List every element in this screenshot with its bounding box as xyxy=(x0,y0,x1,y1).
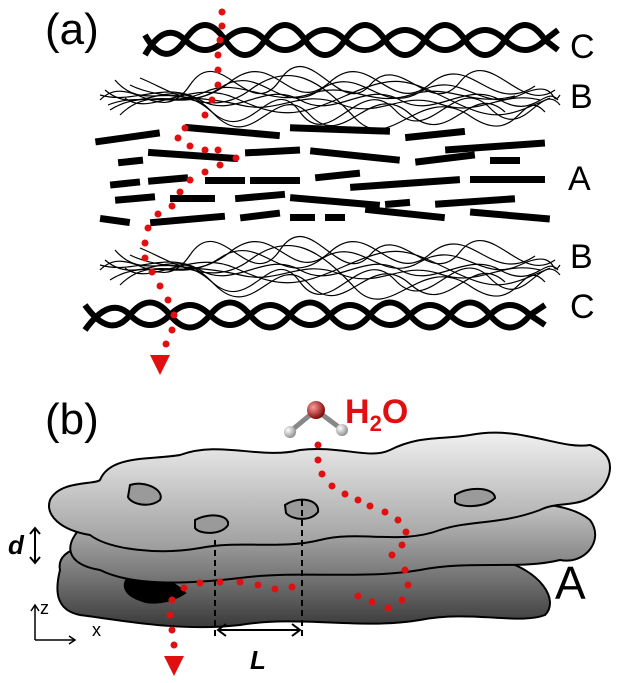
panel-b-label: (b) xyxy=(45,395,99,444)
layer-label-c-top: C xyxy=(570,28,595,66)
water-sub: 2 xyxy=(369,410,382,436)
layer-label-b-bottom: B xyxy=(570,238,593,276)
helix-top xyxy=(142,22,560,58)
layer-label-a: A xyxy=(568,160,591,198)
tangle-bottom xyxy=(99,235,561,300)
dimension-d xyxy=(29,526,41,565)
water-label: H2O xyxy=(345,395,408,435)
helix-bottom xyxy=(82,299,547,332)
axis-z-label: z xyxy=(40,598,49,618)
region-label-a: A xyxy=(555,557,586,609)
L-label: L xyxy=(250,645,266,675)
panel-a-label: (a) xyxy=(45,5,99,54)
axes-icon xyxy=(30,603,77,645)
layer-label-c-bottom: C xyxy=(570,288,595,326)
sheets xyxy=(48,431,611,629)
layer-label-b-top: B xyxy=(570,78,593,116)
dimension-L xyxy=(214,500,303,640)
axis-x-label: x xyxy=(92,620,101,640)
water-o: O xyxy=(381,393,409,431)
water-h: H xyxy=(345,393,370,431)
rods xyxy=(94,123,551,227)
water-molecule-icon xyxy=(284,401,348,438)
path-a xyxy=(141,8,240,375)
tangle-top xyxy=(99,65,561,130)
path-b xyxy=(164,441,412,676)
d-label: d xyxy=(8,530,24,560)
